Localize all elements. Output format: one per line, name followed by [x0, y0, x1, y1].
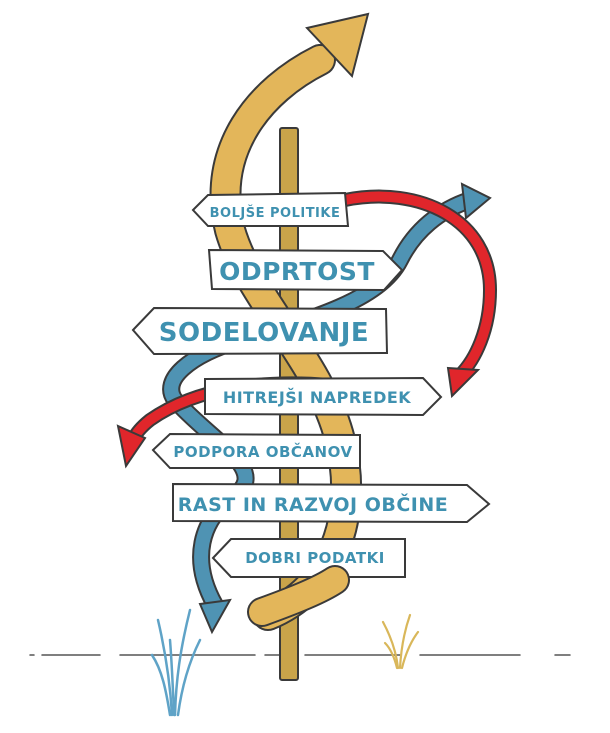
- sign-label: ODPRTOST: [219, 257, 375, 286]
- sign-sodelovanje: SODELOVANJE: [131, 306, 389, 356]
- sign-label: BOLJŠE POLITIKE: [210, 205, 341, 221]
- blue-grass: [150, 608, 202, 717]
- sign-label: RAST IN RAZVOJ OBČINE: [178, 492, 449, 516]
- sign-podpora-obcanov: PODPORA OBČANOV: [151, 432, 361, 469]
- sign-label: SODELOVANJE: [159, 318, 369, 348]
- sign-hitrejsi-napredek: HITREJŠI NAPREDEK: [204, 376, 443, 417]
- sign-odprtost: ODPRTOST: [207, 248, 404, 292]
- sign-bolje-politike: BOLJŠE POLITIKE: [191, 191, 350, 227]
- sign-label: DOBRI PODATKI: [245, 549, 385, 567]
- yellow-arrow-foreground: [247, 565, 350, 627]
- sign-label: PODPORA OBČANOV: [173, 442, 352, 461]
- sign-rast-in-razvoj-obcine: RAST IN RAZVOJ OBČINE: [172, 482, 491, 524]
- yellow-grass: [381, 613, 420, 670]
- sign-label: HITREJŠI NAPREDEK: [223, 388, 411, 407]
- sign-dobri-podatki: DOBRI PODATKI: [211, 538, 406, 578]
